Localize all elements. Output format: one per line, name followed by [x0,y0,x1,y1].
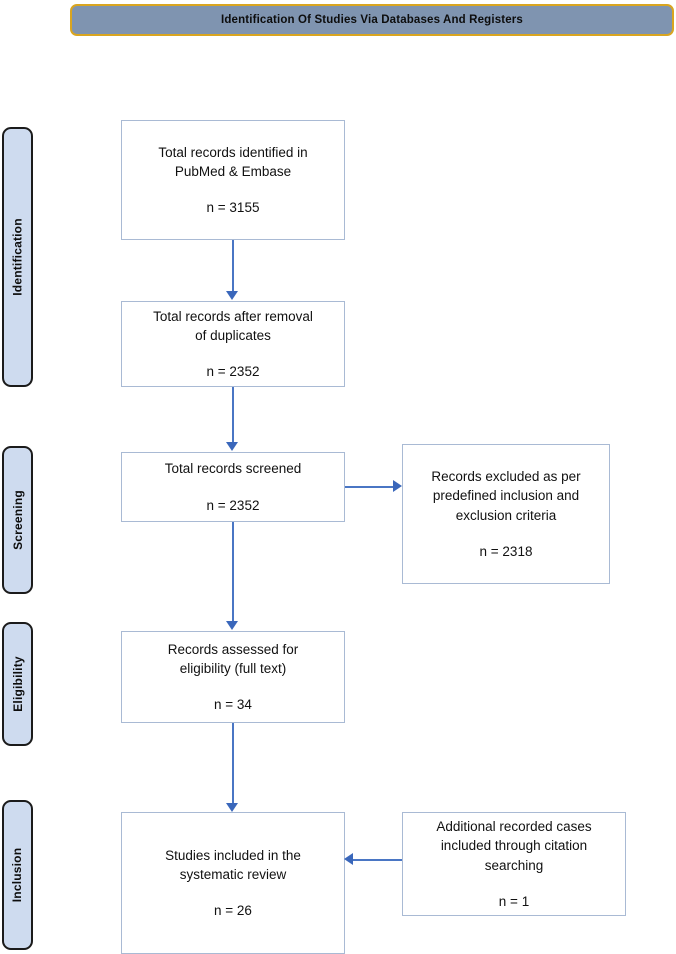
arrow-deduplicated-to-screened [232,387,234,445]
arrow-assessed-to-included [232,723,234,806]
stage-label-inclusion: Inclusion [2,800,33,950]
box-records-screened-line1: Total records screened [164,461,302,477]
box-records-after-duplicates-line1: Total records after removal [153,308,313,324]
arrow-deduplicated-to-screened-head-icon [226,442,238,451]
stage-label-inclusion-text: Inclusion [10,847,25,903]
box-records-assessed-line1: Records assessed for [167,641,299,657]
box-studies-included-count: n = 26 [214,903,252,919]
arrow-screened-to-excluded [345,486,395,488]
arrow-identified-to-deduplicated [232,240,234,294]
box-additional-citation-records: Additional recorded cases included throu… [402,812,626,916]
arrow-citation-to-included [352,859,402,861]
stage-label-screening-text: Screening [10,490,25,550]
arrow-identified-to-deduplicated-head-icon [226,291,238,300]
box-records-identified-line1: Total records identified in [158,144,308,160]
box-records-assessed-count: n = 34 [214,697,252,713]
diagram-header-banner: Identification Of Studies Via Databases … [70,4,674,36]
box-records-after-duplicates-count: n = 2352 [206,364,260,380]
box-records-excluded: Records excluded as per predefined inclu… [402,444,610,584]
stage-label-identification-text: Identification [10,218,25,296]
stage-label-screening: Screening [2,446,33,594]
arrow-screened-to-assessed-head-icon [226,621,238,630]
box-records-excluded-line2: predefined inclusion and [432,488,580,504]
box-records-assessed: Records assessed for eligibility (full t… [121,631,345,723]
box-additional-citation-records-line3: searching [484,857,544,873]
box-records-assessed-line2: eligibility (full text) [179,660,287,676]
box-records-after-duplicates: Total records after removal of duplicate… [121,301,345,387]
box-studies-included-line2: systematic review [179,866,287,882]
box-records-identified-line2: PubMed & Embase [174,163,292,179]
box-records-screened: Total records screened n = 2352 [121,452,345,522]
stage-label-eligibility-text: Eligibility [10,656,25,712]
box-records-screened-count: n = 2352 [206,497,260,513]
box-records-excluded-line1: Records excluded as per [431,469,581,485]
diagram-title: Identification Of Studies Via Databases … [221,13,523,26]
arrow-assessed-to-included-head-icon [226,803,238,812]
arrow-screened-to-excluded-head-icon [393,480,402,492]
box-records-after-duplicates-line2: of duplicates [195,327,271,343]
box-records-excluded-line3: exclusion criteria [455,507,557,523]
box-records-excluded-count: n = 2318 [479,543,533,559]
box-studies-included: Studies included in the systematic revie… [121,812,345,954]
box-studies-included-line1: Studies included in the [165,847,301,863]
stage-label-identification: Identification [2,127,33,387]
box-additional-citation-records-line1: Additional recorded cases [436,819,592,835]
box-additional-citation-records-line2: included through citation [440,838,588,854]
box-records-identified: Total records identified in PubMed & Emb… [121,120,345,240]
box-records-identified-count: n = 3155 [206,200,260,216]
box-additional-citation-records-count: n = 1 [498,893,530,909]
arrow-citation-to-included-head-icon [344,853,353,865]
arrow-screened-to-assessed [232,522,234,622]
stage-label-eligibility: Eligibility [2,622,33,746]
